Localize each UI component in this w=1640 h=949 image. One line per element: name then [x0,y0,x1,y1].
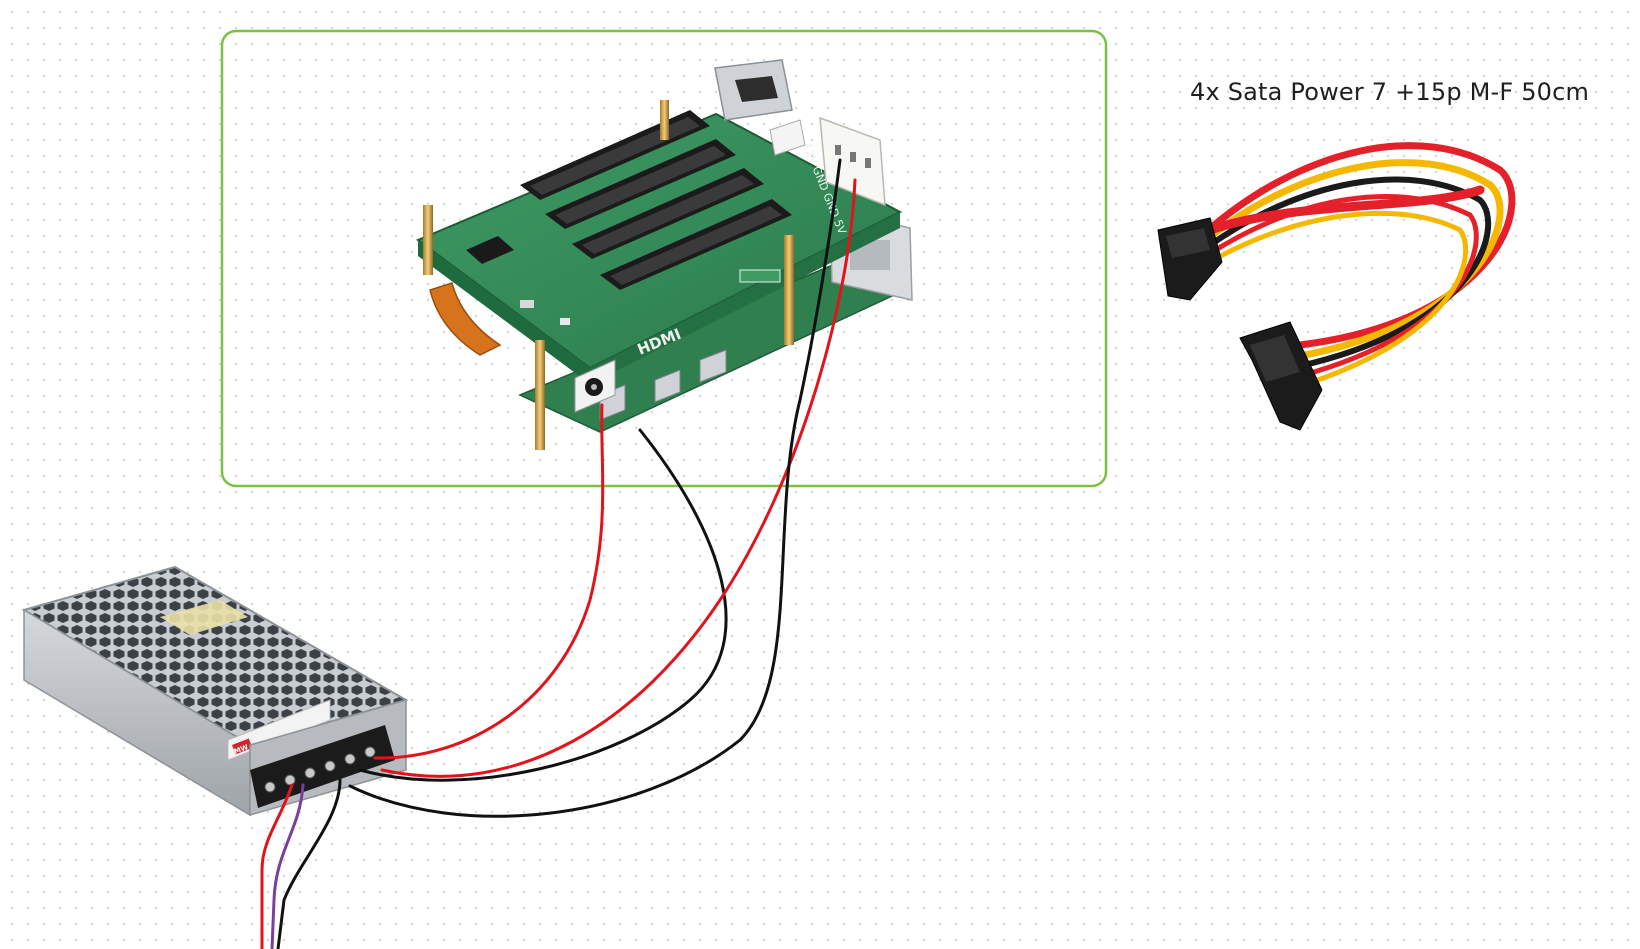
sata-hat-board-icon: HDMI 12V GND GND 5V [416,59,913,450]
power-supply-unit-icon: MW [21,565,409,817]
dc-positive-wire-to-header [380,178,857,778]
dc-positive-wire-to-barrel-jack [373,403,605,760]
dc-ground-wire-to-barrel-jack [358,428,728,782]
board-highlight-frame [220,29,1108,488]
sata-male-connector-icon [1239,321,1323,431]
sata-socket-2 [545,139,736,229]
sata-female-connector-icon [1157,217,1223,301]
ac-ground-wire [276,778,342,949]
sata-power-extension-cable-icon [1202,142,1516,389]
dc-ground-wire-to-header [348,158,842,818]
sata-cable-label: 4x Sata Power 7 +15p M-F 50cm [1190,78,1590,106]
ac-live-wire [260,783,294,949]
ac-neutral-wire [270,783,305,949]
dc-barrel-jack-icon [574,359,616,413]
sata-socket-3 [572,168,764,259]
sata-socket-4 [600,199,792,290]
